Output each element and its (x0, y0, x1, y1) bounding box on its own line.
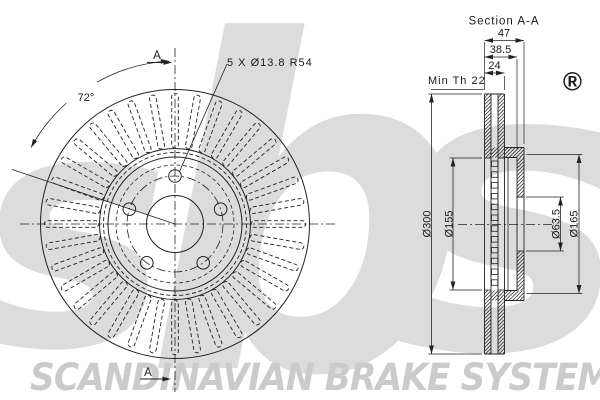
dim-label-47: 47 (498, 28, 510, 40)
section-view (428, 38, 583, 355)
bolt-angle-label: 72° (78, 92, 95, 104)
front-view (11, 48, 338, 392)
dim-label-24: 24 (488, 60, 500, 72)
dim-label-hub-diameter: Ø165 (569, 211, 581, 238)
min-thickness-label: Min Th 22 (428, 75, 486, 87)
watermark-letter-b: b (144, 0, 469, 400)
section-title: Section A-A (468, 16, 539, 28)
dim-label-outer-diameter: Ø300 (422, 211, 434, 238)
dim-label-38-5: 38.5 (490, 44, 511, 56)
registered-trademark-icon: ® (563, 67, 582, 97)
dim-label-bore-diameter: Ø63.5 (551, 209, 563, 239)
watermark-company-name: SCANDINAVIAN BRAKE SYSTEMS (30, 356, 600, 399)
bolt-pattern-label: 5 X Ø13.8 R54 (227, 57, 313, 69)
section-marker-bottom: A (144, 367, 152, 379)
watermark-letter-s2: s (390, 11, 600, 400)
watermark-letter-s1: s (0, 69, 170, 396)
section-marker-top: A (153, 50, 161, 62)
dim-label-friction-inner-diameter: Ø155 (444, 211, 456, 238)
